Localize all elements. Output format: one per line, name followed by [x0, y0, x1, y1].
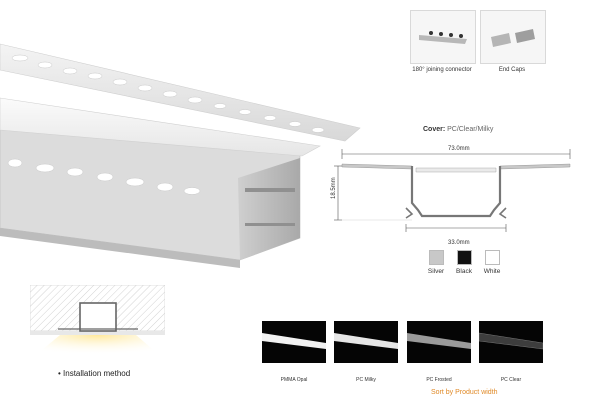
cover-option-label-pc-milky: PC Milky [356, 377, 376, 383]
profile-render [0, 43, 361, 268]
installation-method-label: • Installation method [58, 369, 131, 378]
cross-section-drawing [334, 149, 571, 232]
cover-option-pc-clear [478, 321, 544, 363]
dimension-height: 18.5mm [331, 177, 337, 199]
color-label-black: Black [456, 268, 472, 275]
color-swatch-white [485, 250, 500, 265]
cover-title-value: PC/Clear/Milky [447, 126, 494, 133]
cover-option-pmma-opal [262, 321, 326, 363]
cover-option-pc-frosted [407, 321, 471, 363]
dimension-width-top: 73.0mm [448, 146, 470, 152]
cover-option-label-pc-frosted: PC Frosted [426, 377, 452, 383]
connector-thumbnail [410, 10, 476, 64]
cover-option-label-pmma-opal: PMMA Opal [280, 377, 308, 383]
color-label-silver: Silver [427, 268, 445, 275]
connector-label: 180° joining connector [412, 67, 472, 73]
color-label-white: White [483, 268, 501, 275]
sort-by-width-label: Sort by Product width [431, 389, 498, 396]
endcap-thumbnail [480, 10, 546, 64]
endcap-icon [491, 29, 535, 47]
dimension-width-bottom: 33.0mm [448, 240, 470, 246]
connector-icon [419, 31, 467, 44]
color-swatch-black [457, 250, 472, 265]
cover-title-key: Cover: [423, 126, 446, 133]
endcap-label: End Caps [498, 67, 526, 73]
cover-title: Cover: PC/Clear/Milky [423, 126, 493, 133]
cover-option-pc-milky [334, 321, 398, 363]
color-swatch-silver [429, 250, 444, 265]
cover-option-label-pc-clear: PC Clear [500, 377, 522, 383]
installation-diagram [30, 285, 165, 360]
